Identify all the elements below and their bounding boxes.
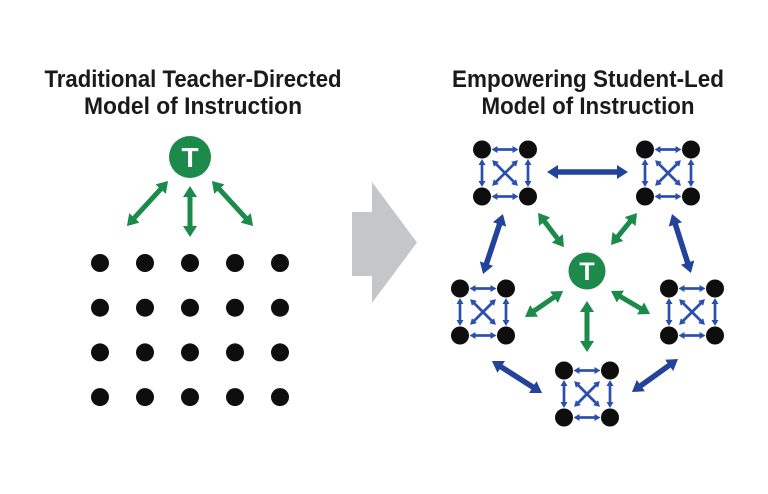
group-group-arrow — [668, 213, 695, 274]
student-grid — [91, 254, 289, 407]
student-dot — [181, 388, 199, 407]
teacher-node: T — [568, 252, 606, 290]
student-dot — [136, 343, 154, 362]
student-dot — [91, 343, 109, 362]
transform-arrow-icon — [352, 182, 417, 303]
student-dot — [91, 298, 109, 317]
left-panel: Traditional Teacher-Directed Model of In… — [45, 66, 342, 407]
student-dot — [136, 254, 154, 272]
student-dot — [181, 254, 199, 272]
teacher-group-arrow — [525, 291, 564, 318]
teacher-node: T — [169, 136, 211, 178]
student-dot — [226, 388, 244, 407]
teacher-circle — [568, 252, 606, 290]
right-panel: Empowering Student-Led Model of Instruct… — [451, 66, 724, 427]
teacher-label: T — [181, 142, 198, 173]
group-group-arrow — [491, 361, 543, 393]
group-group-arrow — [479, 214, 507, 274]
student-dot — [136, 298, 154, 317]
student-group — [473, 141, 537, 206]
student-group — [451, 280, 515, 345]
student-dot — [136, 388, 154, 407]
student-dot — [91, 254, 109, 272]
right-title-line2: Model of Instruction — [482, 93, 695, 120]
student-dot — [271, 298, 289, 317]
student-dot — [271, 343, 289, 362]
student-dot — [226, 343, 244, 362]
student-dot — [181, 298, 199, 317]
left-title-line1: Traditional Teacher-Directed — [45, 66, 342, 93]
left-title-line2: Model of Instruction — [84, 93, 302, 120]
student-dot — [271, 388, 289, 407]
student-group — [660, 280, 724, 345]
student-dot — [226, 298, 244, 317]
group-group-arrow — [631, 358, 679, 393]
student-dot — [91, 388, 109, 407]
student-dot — [181, 343, 199, 362]
teacher-student-arrow — [126, 181, 169, 226]
teacher-circle — [169, 136, 211, 178]
teacher-student-arrow — [211, 181, 254, 226]
teacher-label: T — [579, 258, 594, 286]
right-title-line1: Empowering Student-Led — [452, 66, 724, 93]
teacher-group-arrow — [610, 213, 638, 245]
student-group — [636, 141, 700, 206]
student-dot — [271, 254, 289, 272]
student-dot — [226, 254, 244, 272]
teacher-group-arrow — [610, 290, 651, 315]
student-group — [555, 362, 619, 427]
teacher-group-arrow — [538, 212, 564, 248]
